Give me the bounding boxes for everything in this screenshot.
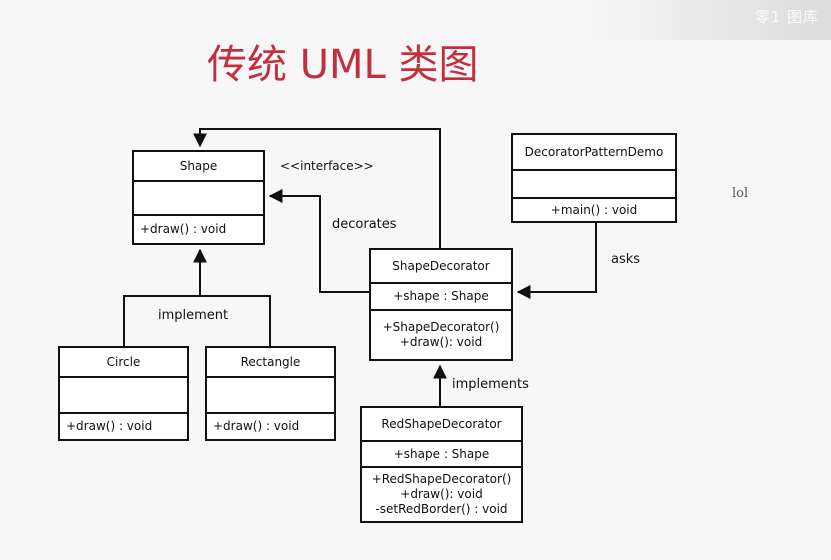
- method: +ShapeDecorator(): [382, 320, 500, 334]
- attribute: +shape : Shape: [393, 289, 489, 303]
- edge-circle-implement: [123, 295, 271, 346]
- class-demo-name-section: DecoratorPatternDemo: [513, 135, 675, 169]
- class-name: Circle: [106, 354, 141, 369]
- class-red-decorator-attributes: +shape : Shape: [362, 440, 521, 466]
- class-name: ShapeDecorator: [392, 258, 490, 273]
- method: +draw() : void: [66, 419, 153, 433]
- class-circle-name-section: Circle: [60, 348, 187, 376]
- class-demo-methods: +main() : void: [513, 197, 675, 221]
- class-shape-attributes: [134, 180, 263, 214]
- class-rectangle-attributes: [207, 376, 334, 412]
- implement-label: implement: [158, 308, 229, 323]
- decorates-label: decorates: [332, 217, 397, 232]
- class-rectangle: Rectangle +draw() : void: [205, 346, 336, 441]
- method: +draw() : void: [140, 222, 227, 236]
- class-rectangle-name-section: Rectangle: [207, 348, 334, 376]
- class-rectangle-methods: +draw() : void: [207, 412, 334, 439]
- method: +draw(): void: [400, 487, 483, 501]
- class-circle-attributes: [60, 376, 187, 412]
- class-red-shape-decorator: RedShapeDecorator +shape : Shape +RedSha…: [360, 406, 523, 523]
- class-name: DecoratorPatternDemo: [524, 144, 664, 159]
- edge-decorates: [268, 189, 370, 293]
- class-circle: Circle +draw() : void: [58, 346, 189, 441]
- class-shape-decorator-attributes: +shape : Shape: [371, 282, 511, 309]
- stereotype-label: <<interface>>: [280, 159, 374, 173]
- class-red-decorator-name-section: RedShapeDecorator: [362, 408, 521, 440]
- watermark: 零1 图库: [754, 8, 819, 26]
- class-name: RedShapeDecorator: [381, 416, 502, 431]
- class-shape: Shape +draw() : void: [132, 150, 265, 245]
- class-shape-decorator-name-section: ShapeDecorator: [371, 250, 511, 282]
- method: -setRedBorder() : void: [375, 502, 508, 516]
- class-demo-attributes: [513, 169, 675, 197]
- class-decorator-pattern-demo: DecoratorPatternDemo +main() : void: [511, 133, 677, 223]
- class-shape-decorator-methods: +ShapeDecorator() +draw(): void: [371, 309, 511, 359]
- top-bar: [0, 0, 831, 40]
- class-name: Shape: [179, 158, 218, 173]
- class-name: Rectangle: [240, 354, 301, 369]
- edge-asks: [516, 223, 597, 299]
- method: +RedShapeDecorator(): [371, 472, 512, 486]
- class-shape-methods: +draw() : void: [134, 214, 263, 243]
- side-note: lol: [732, 186, 749, 201]
- class-shape-name-section: Shape: [134, 152, 263, 180]
- method: +draw(): void: [399, 335, 483, 349]
- implements-label: implements: [452, 377, 529, 392]
- class-shape-decorator: ShapeDecorator +shape : Shape +ShapeDeco…: [369, 248, 513, 361]
- attribute: +shape : Shape: [393, 446, 490, 461]
- method: +main() : void: [550, 202, 638, 217]
- asks-label: asks: [611, 252, 641, 267]
- method: +draw() : void: [213, 419, 300, 433]
- slide-title: 传统 UML 类图: [207, 42, 479, 88]
- class-red-decorator-methods: +RedShapeDecorator() +draw(): void -setR…: [362, 466, 521, 521]
- class-circle-methods: +draw() : void: [60, 412, 187, 439]
- edge-aggregation: [193, 128, 441, 248]
